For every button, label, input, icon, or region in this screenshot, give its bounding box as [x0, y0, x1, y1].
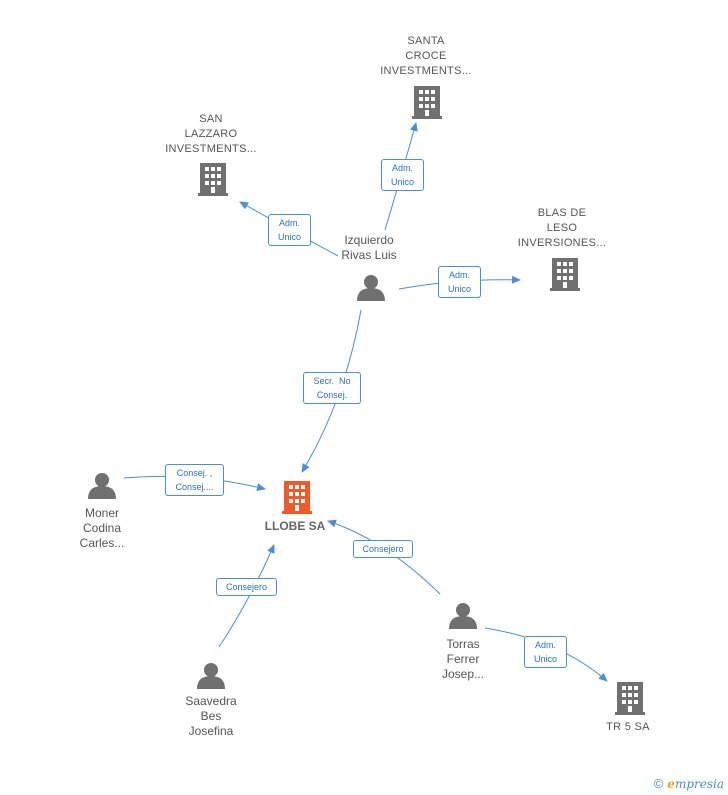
node-label-tr5[interactable]: TR 5 SA — [606, 721, 650, 733]
building-icon-llobe[interactable] — [282, 481, 312, 514]
node-label-torras[interactable]: Torras Ferrer Josep... — [441, 637, 485, 681]
building-icon-santa-croce[interactable] — [412, 86, 442, 119]
person-icon-moner[interactable] — [88, 473, 116, 499]
building-icon-tr5[interactable] — [615, 682, 645, 715]
brand-logo: ©empresia — [654, 776, 724, 791]
edge-label-torras-llobe[interactable]: Consejero — [353, 540, 413, 558]
node-label-saavedra[interactable]: Saavedra Bes Josefina — [185, 694, 237, 738]
node-label-llobe[interactable]: LLOBE SA — [264, 519, 326, 533]
edge-label-izquierdo-san-lazzaro[interactable]: Adm. Unico — [268, 214, 311, 246]
node-label-santa-croce[interactable]: SANTA CROCE INVESTMENTS... — [380, 35, 472, 77]
person-icon-izquierdo[interactable] — [357, 275, 385, 301]
edge-label-izquierdo-santa-croce[interactable]: Adm. Unico — [381, 159, 424, 191]
brand-e-letter: e — [667, 777, 675, 791]
edge-saavedra-llobe — [218, 544, 275, 648]
node-label-san-lazzaro[interactable]: SAN LAZZARO INVESTMENTS... — [165, 113, 257, 155]
building-icon-san-lazzaro[interactable] — [198, 163, 228, 196]
building-icon-blas-de-leso[interactable] — [550, 258, 580, 291]
person-icon-saavedra[interactable] — [197, 663, 225, 689]
node-label-izquierdo[interactable]: Izquierdo Rivas Luis — [341, 233, 397, 262]
edge-label-saavedra-llobe[interactable]: Consejero — [216, 578, 277, 596]
edge-label-moner-llobe[interactable]: Consej. , Consej.... — [165, 464, 224, 496]
node-label-moner[interactable]: Moner Codina Carles... — [79, 506, 125, 550]
edge-label-izquierdo-blas-de-leso[interactable]: Adm. Unico — [438, 266, 481, 298]
edge-label-torras-tr5[interactable]: Adm. Unico — [524, 636, 567, 668]
copyright-symbol: © — [653, 776, 664, 791]
brand-name: mpresia — [674, 777, 724, 791]
edge-label-izquierdo-llobe[interactable]: Secr. No Consej. — [303, 372, 361, 404]
person-icon-torras[interactable] — [449, 603, 477, 629]
node-label-blas-de-leso[interactable]: BLAS DE LESO INVERSIONES... — [517, 207, 607, 249]
